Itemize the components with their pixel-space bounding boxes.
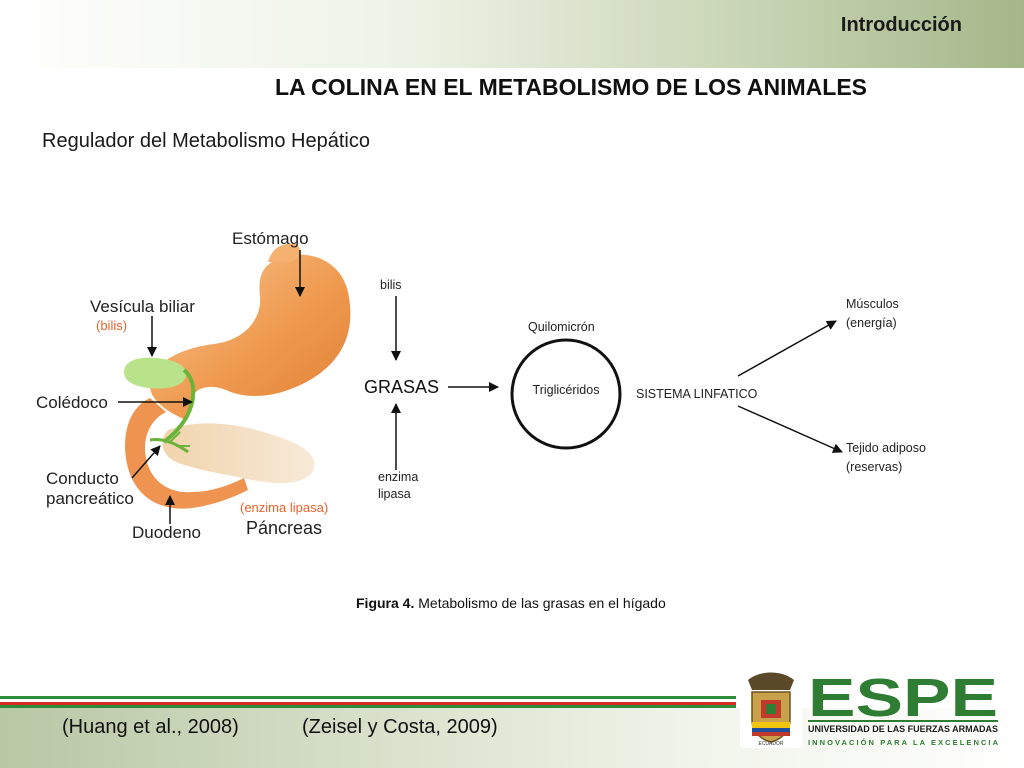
slide-subtitle: Regulador del Metabolismo Hepático bbox=[42, 130, 370, 152]
flow-grasas: GRASAS bbox=[364, 377, 439, 397]
fat-flow-diagram: bilis GRASAS enzima lipasa Quilomicrón T… bbox=[364, 278, 926, 501]
pancreatic-duct bbox=[149, 438, 189, 454]
digestive-organs-illustration: Estómago Vesícula biliar (bilis) Colédoc… bbox=[36, 229, 351, 542]
stripe-green-top bbox=[0, 696, 736, 699]
flow-trigliceridos: Triglicéridos bbox=[533, 383, 600, 397]
section-label: Introducción bbox=[840, 14, 962, 36]
pancreas-shape bbox=[162, 423, 315, 484]
reference-huang: (Huang et al., 2008) bbox=[62, 716, 239, 738]
stomach-top bbox=[268, 243, 301, 262]
label-pancreas: Páncreas bbox=[246, 518, 322, 538]
label-duodeno: Duodeno bbox=[132, 523, 201, 542]
reference-zeisel: (Zeisel y Costa, 2009) bbox=[302, 716, 498, 738]
flow-enzima-1: enzima bbox=[378, 470, 418, 484]
label-conducto-2: pancreático bbox=[46, 489, 134, 508]
flow-musculos-1: Músculos bbox=[846, 297, 899, 311]
footer-stripes bbox=[0, 696, 736, 708]
stripe-white bbox=[0, 699, 736, 702]
label-vesicula: Vesícula biliar bbox=[90, 297, 195, 316]
flow-bilis: bilis bbox=[380, 278, 402, 292]
label-estomago: Estómago bbox=[232, 229, 309, 248]
pancreatic-branch bbox=[169, 431, 190, 447]
flow-quilomicron: Quilomicrón bbox=[528, 320, 595, 334]
stomach-shape bbox=[150, 254, 351, 420]
label-coledoco: Colédoco bbox=[36, 393, 108, 412]
figure-caption-text: Metabolismo de las grasas en el hígado bbox=[414, 595, 666, 611]
stripe-green-bottom bbox=[0, 705, 736, 708]
top-band bbox=[0, 0, 1024, 68]
label-conducto-1: Conducto bbox=[46, 469, 119, 488]
duodenum-shape bbox=[124, 398, 248, 509]
gallbladder-shape bbox=[124, 357, 187, 389]
slide-title: LA COLINA EN EL METABOLISMO DE LOS ANIMA… bbox=[274, 74, 868, 100]
label-bilis-paren: (bilis) bbox=[96, 318, 127, 333]
bile-duct bbox=[162, 368, 196, 444]
figure-caption-label: Figura 4. bbox=[356, 595, 415, 611]
flow-sistema: SISTEMA LINFATICO bbox=[636, 387, 758, 401]
stripe-red bbox=[0, 702, 736, 705]
bottom-band bbox=[0, 708, 1024, 768]
chylomicron-circle bbox=[510, 338, 622, 450]
flow-tejido-1: Tejido adiposo bbox=[846, 441, 926, 455]
flow-enzima-2: lipasa bbox=[378, 487, 411, 501]
flow-tejido-2: (reservas) bbox=[846, 460, 902, 474]
label-enzima-paren: (enzima lipasa) bbox=[240, 500, 328, 515]
figure-caption: Figura 4. Metabolismo de las grasas en e… bbox=[356, 595, 666, 611]
flow-musculos-2: (energía) bbox=[846, 316, 897, 330]
